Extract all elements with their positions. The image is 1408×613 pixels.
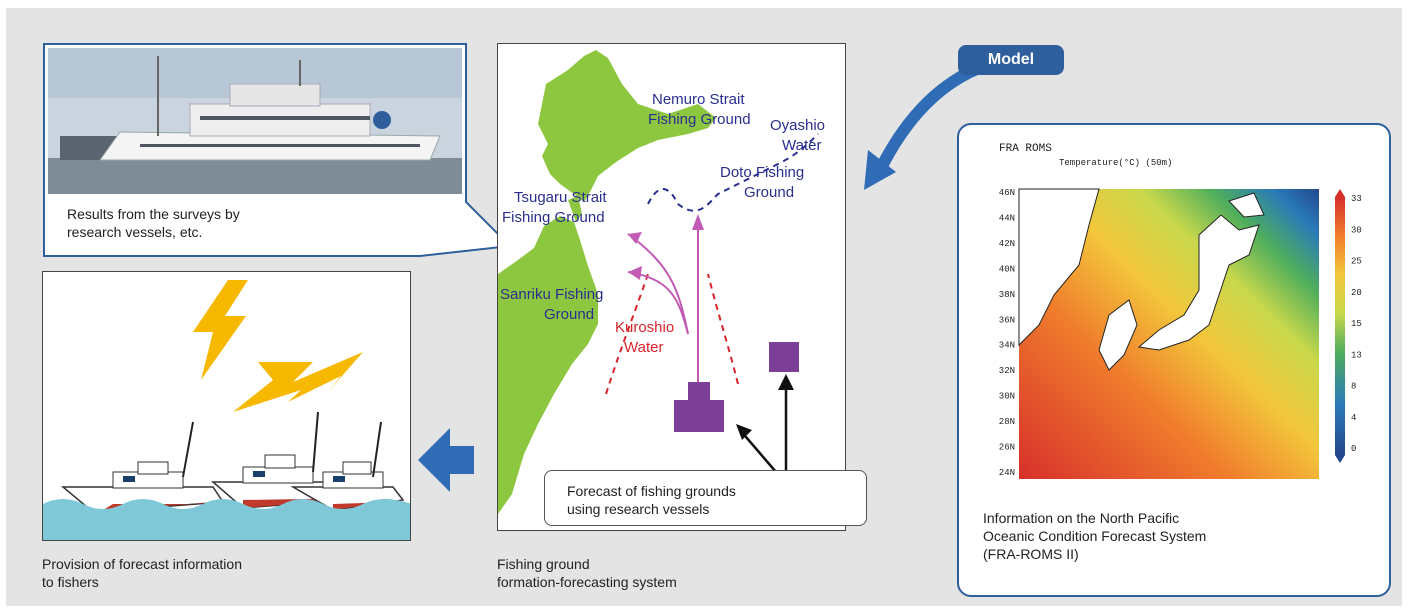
caption-line: Fishing ground bbox=[497, 556, 590, 572]
roms-panel: FRA ROMS Temperature(°C) (50m) bbox=[957, 123, 1391, 597]
latitude-tick-label: 26N bbox=[999, 443, 1015, 453]
color-scale-bar bbox=[1335, 197, 1345, 455]
caption-line: (FRA-ROMS II) bbox=[983, 546, 1079, 562]
research-vessel-markers bbox=[674, 342, 799, 432]
sea-waves bbox=[43, 499, 410, 540]
scale-tick-label: 33 bbox=[1351, 194, 1362, 204]
pointer-arrows bbox=[739, 382, 788, 473]
survey-callout bbox=[43, 43, 500, 257]
roms-title: FRA ROMS bbox=[999, 143, 1052, 155]
map-caption: Fishing ground formation-forecasting sys… bbox=[497, 555, 677, 591]
oyashio-front-line bbox=[647, 133, 819, 212]
roms-temperature-map: FRA ROMS Temperature(°C) (50m) bbox=[999, 143, 1362, 494]
latitude-axis: 46N 44N 42N 40N 38N 36N 34N 32N 30N 28N 26N 24N bbox=[999, 188, 1015, 478]
forecast-callout-box: Forecast of fishing grounds using resear… bbox=[544, 470, 867, 526]
caption-line: formation-forecasting system bbox=[497, 574, 677, 590]
fishing-boat-icon bbox=[60, 421, 225, 513]
longitude-tick-label: 135E bbox=[1146, 484, 1168, 485]
latitude-tick-label: 40N bbox=[999, 264, 1015, 274]
latitude-tick-label: 30N bbox=[999, 392, 1015, 402]
flow-arrow-left-icon bbox=[418, 428, 474, 492]
scale-tick-label: 20 bbox=[1351, 288, 1362, 298]
arrowhead-icon bbox=[628, 232, 642, 244]
japan-landmass bbox=[498, 50, 716, 514]
research-vessel-photo bbox=[48, 48, 462, 194]
caption-line: Oceanic Condition Forecast System bbox=[983, 528, 1207, 544]
lightning-icon bbox=[233, 352, 363, 412]
lightning-icon bbox=[193, 280, 248, 380]
kuroshio-front-line bbox=[707, 273, 739, 385]
latitude-tick-label: 28N bbox=[999, 417, 1015, 427]
longitude-tick-label: 140E bbox=[1200, 484, 1222, 485]
roms-caption: Information on the North Pacific Oceanic… bbox=[983, 509, 1206, 563]
longitude-tick-label: 150E bbox=[1308, 484, 1330, 485]
forecast-line: Forecast of fishing grounds bbox=[567, 483, 736, 499]
scale-bottom-cap bbox=[1335, 455, 1345, 463]
arrowhead-icon bbox=[628, 266, 642, 280]
fisher-illustration-panel bbox=[42, 271, 411, 541]
caption-line: research vessels, etc. bbox=[67, 224, 203, 240]
color-scale-labels: 33 30 25 20 15 13 8 4 0 bbox=[1351, 194, 1362, 454]
scale-tick-label: 30 bbox=[1351, 225, 1362, 235]
survey-caption: Results from the surveys by research ves… bbox=[67, 205, 240, 241]
caption-line: Provision of forecast information bbox=[42, 556, 242, 572]
fishing-boat-icon bbox=[290, 421, 405, 511]
longitude-tick-label: 130E bbox=[1092, 484, 1114, 485]
roms-subtitle: Temperature(°C) (50m) bbox=[1059, 158, 1172, 168]
latitude-tick-label: 36N bbox=[999, 315, 1015, 325]
scale-tick-label: 25 bbox=[1351, 257, 1362, 267]
scale-tick-label: 4 bbox=[1351, 413, 1356, 423]
arrowhead-icon bbox=[692, 214, 704, 230]
latitude-tick-label: 44N bbox=[999, 213, 1015, 223]
forecast-arrows bbox=[627, 224, 699, 384]
scale-tick-label: 8 bbox=[1351, 382, 1356, 392]
caption-line: Information on the North Pacific bbox=[983, 510, 1180, 526]
arrowhead-icon bbox=[736, 424, 752, 440]
latitude-tick-label: 42N bbox=[999, 239, 1015, 249]
longitude-tick-label: 125E bbox=[1038, 484, 1060, 485]
scale-tick-label: 15 bbox=[1351, 319, 1362, 329]
caption-line: Results from the surveys by bbox=[67, 206, 240, 222]
scale-top-cap bbox=[1335, 189, 1345, 197]
latitude-tick-label: 38N bbox=[999, 290, 1015, 300]
scale-tick-label: 13 bbox=[1351, 350, 1362, 360]
fisher-caption: Provision of forecast information to fis… bbox=[42, 555, 242, 591]
caption-line: to fishers bbox=[42, 574, 99, 590]
fishing-boats-illustration bbox=[43, 280, 410, 540]
latitude-tick-label: 24N bbox=[999, 468, 1015, 478]
longitude-axis: 125E 130E 135E 140E 145E 150E bbox=[1038, 484, 1330, 494]
latitude-tick-label: 46N bbox=[999, 188, 1015, 198]
land-areas bbox=[1018, 188, 1265, 371]
model-label: Model bbox=[958, 45, 1064, 75]
kuroshio-front-line bbox=[605, 273, 649, 395]
arrowhead-icon bbox=[778, 374, 794, 390]
scale-tick-label: 0 bbox=[1351, 444, 1356, 454]
latitude-tick-label: 32N bbox=[999, 366, 1015, 376]
longitude-tick-label: 145E bbox=[1254, 484, 1276, 485]
latitude-tick-label: 34N bbox=[999, 341, 1015, 351]
forecast-line: using research vessels bbox=[567, 501, 710, 517]
